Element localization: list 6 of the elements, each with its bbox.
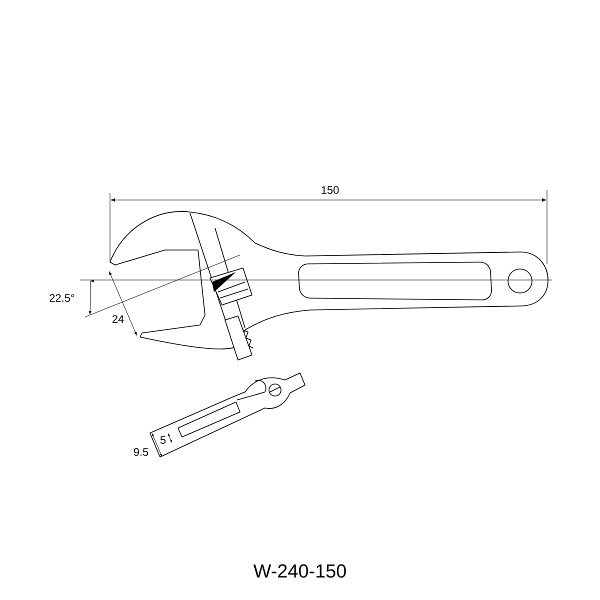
model-number: W-240-150	[253, 564, 346, 578]
dimension-label: 5	[160, 436, 166, 444]
dimension-label: 22.5°	[50, 294, 74, 302]
dimension-label: 9.5	[134, 448, 148, 456]
dimension-label: 24	[112, 315, 124, 323]
dimension-label: 150	[322, 186, 339, 194]
